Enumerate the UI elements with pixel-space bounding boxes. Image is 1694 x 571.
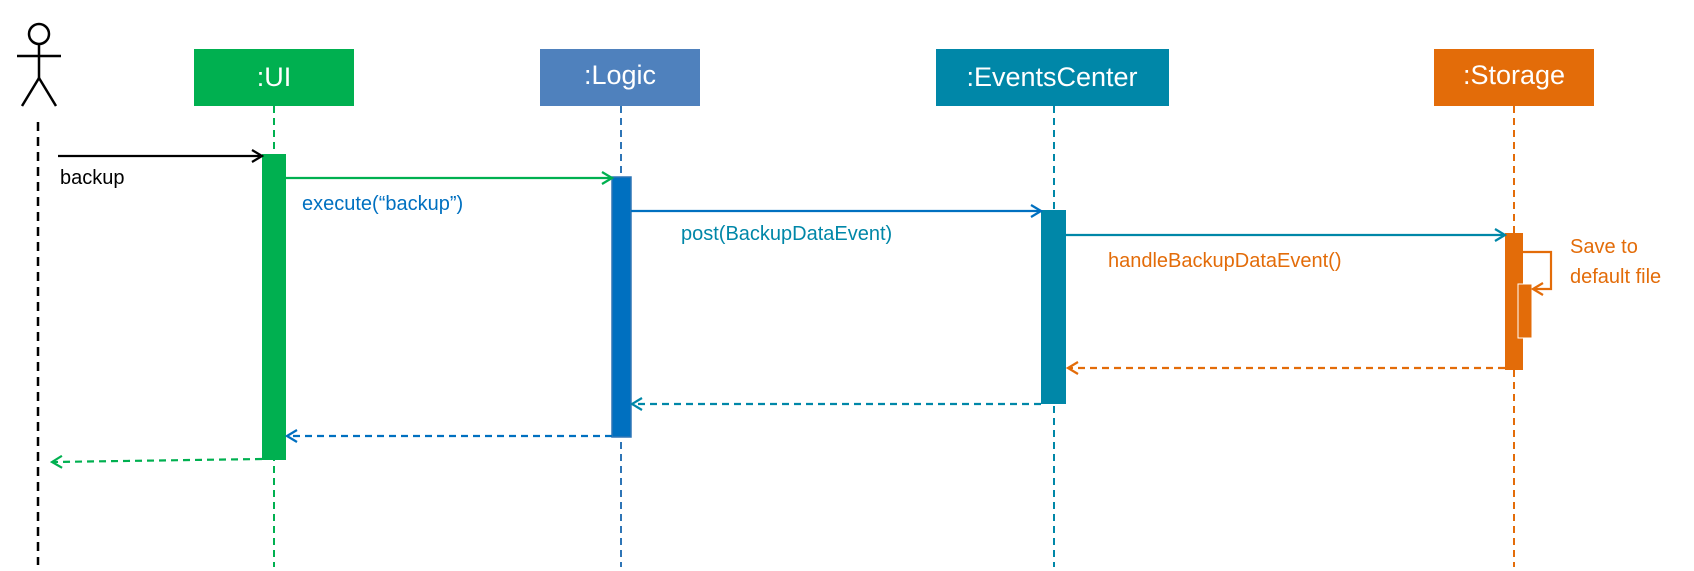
events-center-activation-bar: [1041, 210, 1066, 404]
backup-message-label: backup: [60, 167, 125, 189]
ui-activation-bar: [262, 154, 286, 460]
participant-events-center: :EventsCenter: [936, 49, 1169, 106]
save-self-call-arrow: [1523, 250, 1553, 289]
execute-message-label: execute(“backup”): [302, 193, 463, 215]
handle-message-label: handleBackupDataEvent(): [1108, 250, 1341, 272]
save-note-line1: Save to: [1570, 236, 1638, 258]
storage-self-activation-bar: [1517, 283, 1533, 339]
save-note-line2: default file: [1570, 266, 1661, 288]
participant-storage-label: :Storage: [1463, 60, 1565, 90]
participant-storage: :Storage: [1434, 49, 1594, 106]
participant-events-center-label: :EventsCenter: [966, 62, 1137, 92]
logic-activation-bar: [611, 176, 632, 438]
ui-return-arrow: [52, 459, 263, 462]
participant-ui: :UI: [194, 49, 354, 106]
actor-user-icon: [17, 22, 61, 107]
post-message-label: post(BackupDataEvent): [681, 223, 892, 245]
participant-ui-label: :UI: [257, 62, 292, 92]
participant-logic-label: :Logic: [584, 60, 656, 90]
participant-logic: :Logic: [540, 49, 700, 106]
